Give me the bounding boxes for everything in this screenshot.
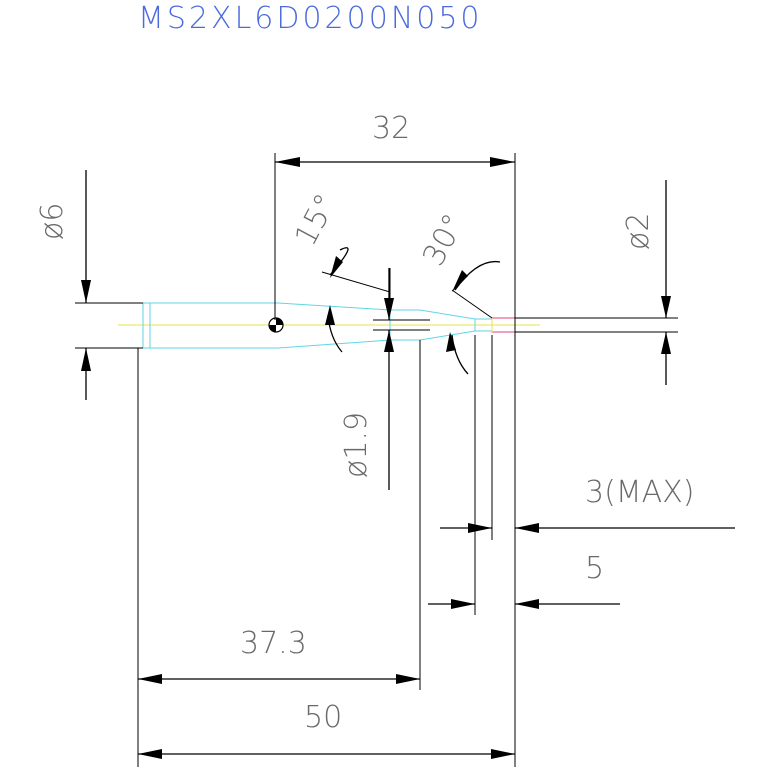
arrow-icon bbox=[325, 305, 335, 325]
arrow-icon bbox=[330, 256, 343, 278]
arrow-icon bbox=[138, 749, 162, 759]
dim-32-label: 32 bbox=[372, 111, 410, 146]
arrow-icon bbox=[451, 599, 475, 609]
angle-15-label: 15° bbox=[288, 188, 344, 251]
dim-19-label: ø1.9 bbox=[339, 412, 374, 478]
dim-32: 32 bbox=[274, 111, 516, 767]
angle-30-ext bbox=[451, 289, 493, 319]
center-mark-quad-icon bbox=[276, 318, 283, 325]
arrow-icon bbox=[396, 674, 420, 684]
taper-top-edge bbox=[277, 302, 391, 311]
arrow-icon bbox=[384, 330, 394, 352]
dim-shank-dia: ø6 bbox=[35, 170, 143, 400]
dim-5-label: 5 bbox=[585, 551, 604, 586]
arrow-icon bbox=[468, 523, 492, 533]
part-number-title: MS2XL6D0200N050 bbox=[138, 1, 483, 36]
dim-50-label: 50 bbox=[304, 700, 342, 735]
dim-tip-dia: ø2 bbox=[515, 180, 678, 385]
angle-30-label: 30° bbox=[416, 208, 472, 271]
arrow-icon bbox=[446, 332, 456, 352]
arrow-icon bbox=[81, 280, 91, 303]
dim-50: 50 bbox=[138, 700, 515, 759]
center-mark-quad2-icon bbox=[269, 325, 276, 332]
arrow-icon bbox=[138, 674, 162, 684]
dim-3-max: 3(MAX) bbox=[440, 335, 735, 540]
dim-373-label: 37.3 bbox=[240, 626, 307, 661]
dim-neck-dia: ø1.9 bbox=[339, 268, 430, 490]
arrow-icon bbox=[491, 749, 515, 759]
arrow-icon bbox=[384, 298, 394, 320]
angle-15-ext bbox=[321, 271, 391, 293]
angle-30-arc-bottom bbox=[451, 334, 469, 375]
arrow-icon bbox=[661, 296, 671, 318]
cone-bottom-edge bbox=[419, 330, 476, 341]
arrow-icon bbox=[452, 270, 468, 292]
dim-angle-15: 15° bbox=[288, 188, 391, 353]
arrow-icon bbox=[490, 157, 515, 167]
tool-outline bbox=[118, 302, 540, 349]
arrow-icon bbox=[275, 157, 300, 167]
dim-angle-30: 30° bbox=[416, 208, 501, 375]
arrow-icon bbox=[81, 348, 91, 371]
dim-37-3: 37.3 bbox=[137, 340, 421, 767]
dim-3-label: 3(MAX) bbox=[585, 475, 694, 510]
arrow-icon bbox=[515, 599, 539, 609]
dim-2-label: ø2 bbox=[621, 213, 656, 250]
arrow-icon bbox=[515, 523, 539, 533]
dim-5: 5 bbox=[428, 335, 620, 615]
taper-bottom-edge bbox=[277, 339, 391, 349]
cone-top-edge bbox=[419, 309, 476, 320]
arrow-icon bbox=[661, 332, 671, 354]
dim-6-label: ø6 bbox=[35, 203, 70, 240]
